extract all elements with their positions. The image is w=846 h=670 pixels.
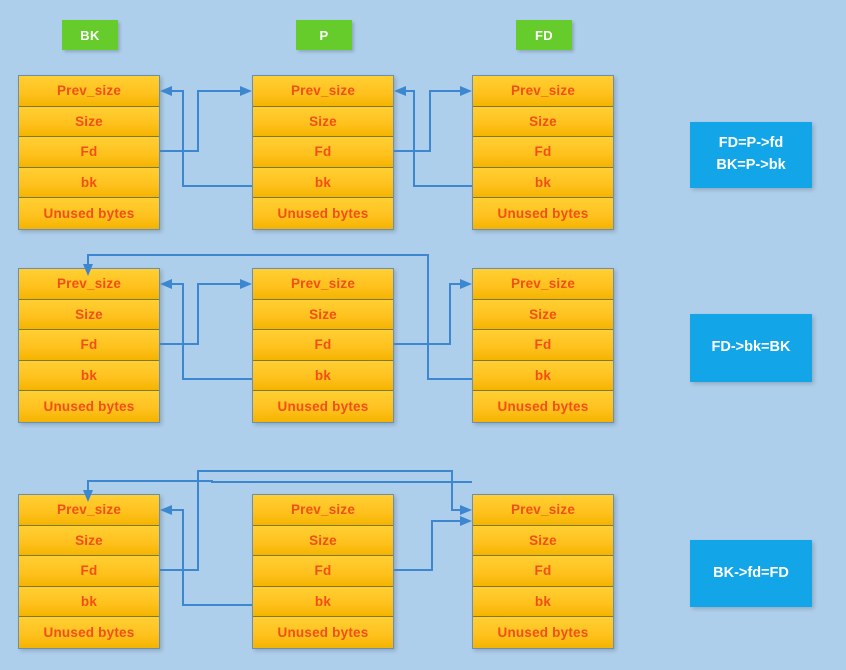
note-line: FD=P->fd — [718, 135, 784, 152]
chunk-field-prev-size: Prev_size — [253, 495, 393, 526]
arrow-row1-p-fd-to-fd — [394, 86, 472, 152]
chunk-field-prev-size: Prev_size — [473, 269, 613, 300]
note-box-row1: FD=P->fd BK=P->bk — [690, 122, 812, 188]
chunk-field-bk: bk — [253, 360, 393, 392]
chunk-field-fd: Fd — [19, 137, 159, 168]
arrow-row1-fd-bk-to-p — [394, 86, 472, 187]
chunk-field-size: Size — [253, 525, 393, 557]
chunk-row1-bk: Prev_size Size Fd bk Unused bytes — [18, 75, 160, 230]
chunk-field-bk: bk — [253, 167, 393, 199]
chunk-field-bk: bk — [253, 586, 393, 618]
chunk-field-prev-size: Prev_size — [253, 76, 393, 107]
chunk-field-bk: bk — [19, 167, 159, 199]
arrow-row3-p-fd-to-fd — [394, 516, 472, 571]
chunk-field-fd: Fd — [473, 137, 613, 168]
arrow-row1-bk-fd-to-p — [160, 86, 252, 152]
chunk-field-size: Size — [253, 106, 393, 138]
chunk-field-bk: bk — [473, 586, 613, 618]
chunk-row2-fd: Prev_size Size Fd bk Unused bytes — [472, 268, 614, 423]
arrow-row3-p-bk-to-bk — [160, 505, 252, 606]
chunk-row3-fd: Prev_size Size Fd bk Unused bytes — [472, 494, 614, 649]
chunk-field-fd: Fd — [253, 137, 393, 168]
chunk-row3-p: Prev_size Size Fd bk Unused bytes — [252, 494, 394, 649]
chunk-field-unused-bytes: Unused bytes — [473, 617, 613, 648]
chunk-field-unused-bytes: Unused bytes — [253, 198, 393, 229]
chunk-field-prev-size: Prev_size — [473, 76, 613, 107]
chunk-field-unused-bytes: Unused bytes — [19, 391, 159, 422]
chunk-field-size: Size — [473, 525, 613, 557]
pointer-tag-fd: FD — [516, 20, 572, 50]
chunk-row1-p: Prev_size Size Fd bk Unused bytes — [252, 75, 394, 230]
chunk-field-size: Size — [19, 106, 159, 138]
chunk-field-fd: Fd — [19, 330, 159, 361]
arrow-row2-bk-fd-to-p — [160, 279, 252, 345]
chunk-field-unused-bytes: Unused bytes — [253, 617, 393, 648]
chunk-field-prev-size: Prev_size — [19, 269, 159, 300]
pointer-tag-bk: BK — [62, 20, 118, 50]
chunk-field-bk: bk — [473, 167, 613, 199]
chunk-field-unused-bytes: Unused bytes — [19, 198, 159, 229]
chunk-field-unused-bytes: Unused bytes — [473, 198, 613, 229]
chunk-field-size: Size — [253, 299, 393, 331]
arrow-row2-p-fd-to-fd — [394, 279, 472, 345]
chunk-field-prev-size: Prev_size — [473, 495, 613, 526]
chunk-row2-p: Prev_size Size Fd bk Unused bytes — [252, 268, 394, 423]
chunk-field-unused-bytes: Unused bytes — [473, 391, 613, 422]
note-line: BK->fd=FD — [713, 564, 789, 581]
pointer-tag-p: P — [296, 20, 352, 50]
chunk-field-fd: Fd — [473, 330, 613, 361]
chunk-field-size: Size — [473, 106, 613, 138]
chunk-field-fd: Fd — [19, 556, 159, 587]
chunk-row3-bk: Prev_size Size Fd bk Unused bytes — [18, 494, 160, 649]
chunk-field-prev-size: Prev_size — [19, 76, 159, 107]
chunk-field-size: Size — [19, 525, 159, 557]
chunk-field-size: Size — [473, 299, 613, 331]
chunk-field-fd: Fd — [253, 330, 393, 361]
chunk-field-size: Size — [19, 299, 159, 331]
chunk-field-bk: bk — [19, 360, 159, 392]
chunk-field-unused-bytes: Unused bytes — [19, 617, 159, 648]
note-box-row2: FD->bk=BK — [690, 314, 812, 382]
chunk-field-prev-size: Prev_size — [253, 269, 393, 300]
chunk-field-fd: Fd — [253, 556, 393, 587]
chunk-field-unused-bytes: Unused bytes — [253, 391, 393, 422]
chunk-field-bk: bk — [19, 586, 159, 618]
chunk-field-bk: bk — [473, 360, 613, 392]
arrow-row2-p-bk-to-bk — [160, 279, 252, 380]
chunk-row2-bk: Prev_size Size Fd bk Unused bytes — [18, 268, 160, 423]
chunk-row1-fd: Prev_size Size Fd bk Unused bytes — [472, 75, 614, 230]
note-line: FD->bk=BK — [711, 339, 791, 356]
chunk-field-prev-size: Prev_size — [19, 495, 159, 526]
note-box-row3: BK->fd=FD — [690, 540, 812, 607]
note-line: BK=P->bk — [716, 157, 786, 173]
chunk-field-fd: Fd — [473, 556, 613, 587]
arrow-row1-p-bk-to-bk — [160, 86, 252, 187]
